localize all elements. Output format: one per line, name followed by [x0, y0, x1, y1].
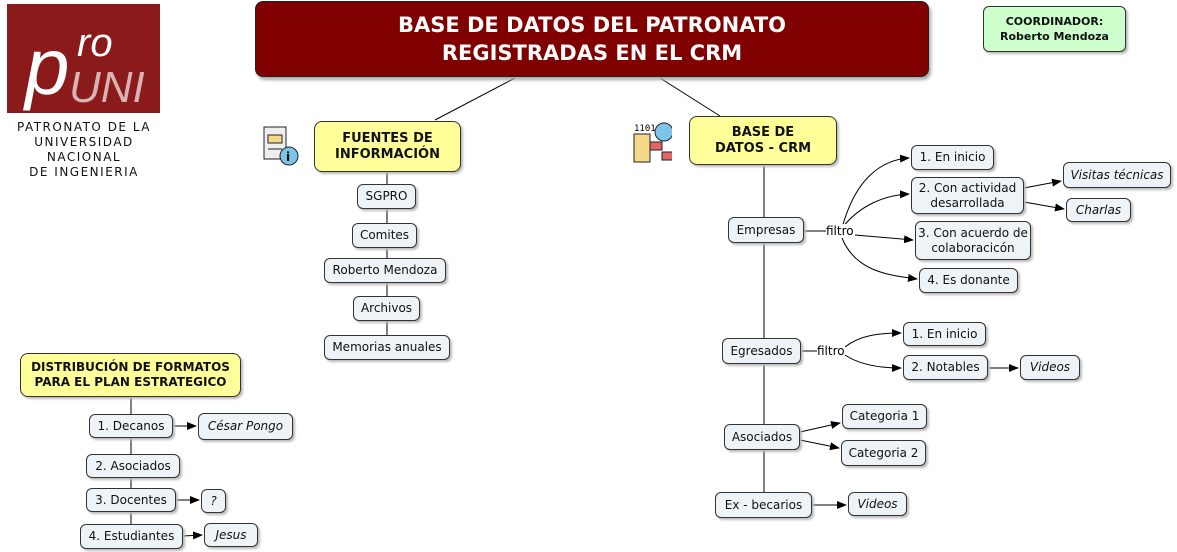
filtro-label: filtro — [826, 224, 854, 238]
fuentes-node[interactable]: FUENTES DE INFORMACIÓN — [314, 121, 461, 172]
fuente-archivos[interactable]: Archivos — [353, 296, 420, 321]
estudiantes[interactable]: 4. Estudiantes — [80, 524, 183, 549]
jesus[interactable]: Jesus — [204, 523, 258, 547]
docentes-unknown[interactable]: ? — [201, 489, 226, 513]
svg-text:UNI: UNI — [69, 63, 145, 112]
svg-text:p: p — [23, 22, 70, 111]
asociados-node[interactable]: Asociados — [724, 424, 800, 450]
egresado-notables[interactable]: 2. Notables — [903, 355, 988, 380]
cesar-pongo[interactable]: César Pongo — [198, 413, 293, 440]
docentes[interactable]: 3. Docentes — [86, 488, 176, 512]
visitas-tecnicas[interactable]: Visitas técnicas — [1063, 162, 1171, 188]
document-info-icon: i — [263, 126, 299, 166]
ex-becarios-node[interactable]: Ex - becarios — [715, 492, 812, 518]
categoria-1[interactable]: Categoria 1 — [842, 404, 927, 429]
egresados-node[interactable]: Egresados — [722, 338, 801, 364]
categoria-2[interactable]: Categoria 2 — [841, 440, 926, 466]
distribucion-node[interactable]: DISTRIBUCIÓN DE FORMATOS PARA EL PLAN ES… — [20, 353, 241, 397]
svg-text:ro: ro — [77, 21, 113, 65]
decanos[interactable]: 1. Decanos — [89, 414, 173, 438]
empresa-en-inicio[interactable]: 1. En inicio — [911, 145, 994, 170]
egresado-en-inicio[interactable]: 1. En inicio — [903, 322, 986, 346]
charlas[interactable]: Charlas — [1066, 198, 1131, 222]
page-title: BASE DE DATOS DEL PATRONATO REGISTRADAS … — [255, 1, 929, 77]
egresado-videos[interactable]: Videos — [1020, 355, 1080, 380]
empresa-con-actividad[interactable]: 2. Con actividad desarrollada — [911, 177, 1024, 214]
fuente-comites[interactable]: Comites — [352, 223, 417, 248]
fuente-memorias[interactable]: Memorias anuales — [324, 335, 450, 360]
crm-node[interactable]: BASE DE DATOS - CRM — [689, 116, 837, 165]
fuente-roberto[interactable]: Roberto Mendoza — [324, 258, 446, 283]
empresa-acuerdo[interactable]: 3. Con acuerdo de colaboracicón — [915, 221, 1031, 260]
coordinator-box: COORDINADOR:Roberto Mendoza — [983, 6, 1126, 52]
filtro-label: filtro — [817, 344, 845, 358]
empresa-donante[interactable]: 4. Es donante — [919, 268, 1018, 293]
asociados-item[interactable]: 2. Asociados — [86, 454, 180, 478]
svg-text:i: i — [286, 150, 290, 164]
database-globe-icon: 1101 — [633, 122, 672, 163]
svg-text:1101: 1101 — [634, 124, 656, 134]
becarios-videos[interactable]: Videos — [848, 492, 907, 516]
empresas-node[interactable]: Empresas — [728, 217, 804, 243]
fuente-sgpro[interactable]: SGPRO — [357, 184, 416, 209]
